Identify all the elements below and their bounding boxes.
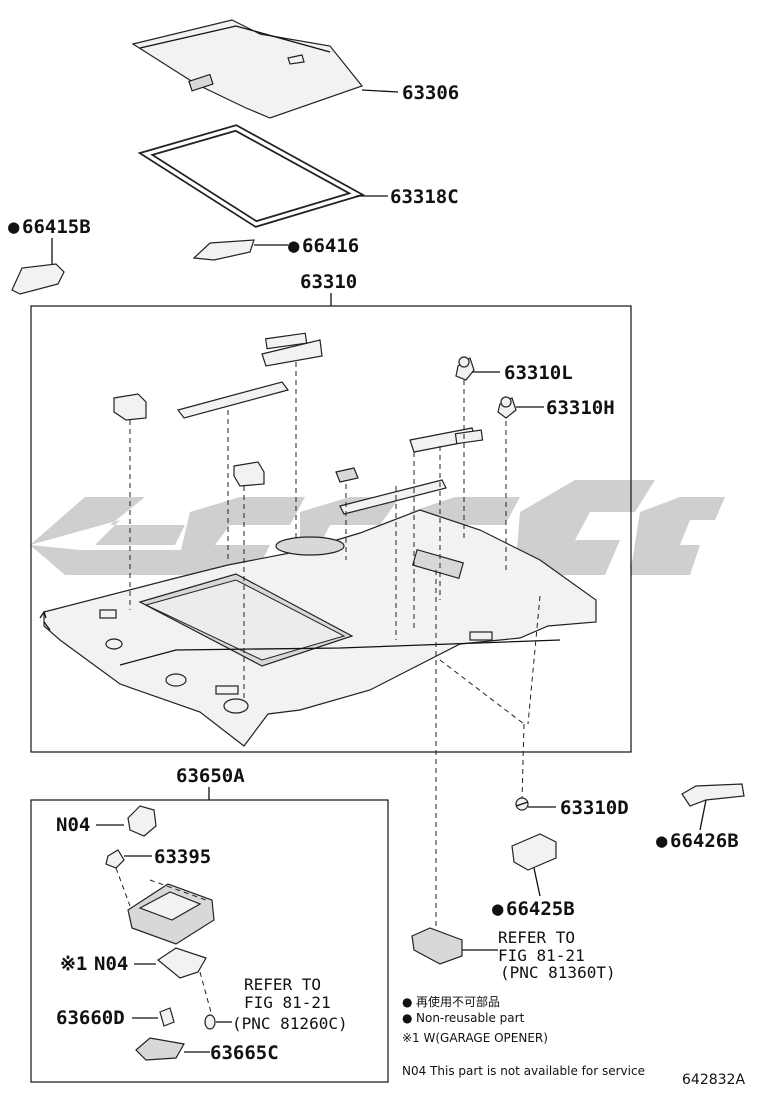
- map-lamp: [115, 867, 215, 945]
- legend-en: Non-reusable part: [416, 1011, 525, 1025]
- bulb-81260c: [204, 1014, 216, 1030]
- ref1-line1: REFER TO: [498, 928, 575, 947]
- roof-frame-63318c: [137, 124, 365, 228]
- clip-66416: [192, 239, 255, 261]
- label-63310d: 63310D: [560, 797, 629, 819]
- cover-63665c: [135, 1037, 185, 1061]
- label-63665c: 63665C: [210, 1042, 279, 1064]
- clip-63310h: [497, 396, 517, 419]
- clip-63395: [105, 849, 125, 869]
- guide-lines: [129, 362, 541, 930]
- label-63310h: 63310H: [546, 397, 615, 419]
- bullet-66426b: ●: [656, 830, 668, 852]
- headliner-body: [39, 509, 597, 747]
- screw-63310d: [515, 797, 529, 811]
- label-63310l: 63310L: [504, 362, 573, 384]
- label-63318c: 63318C: [390, 186, 459, 208]
- lamp-81360t: [411, 927, 463, 965]
- ref1-line2: FIG 81-21: [498, 946, 585, 965]
- leader-63306: [361, 89, 399, 93]
- bullet-66416: ●: [288, 235, 300, 257]
- pad-b: [264, 332, 308, 350]
- bullet-66425b: ●: [492, 898, 504, 920]
- legend-jp: 再使用不可部品: [416, 994, 500, 1009]
- strip-a: [176, 381, 290, 419]
- ref1-line3: (PNC 81360T): [500, 963, 616, 982]
- headliner-frame: [30, 305, 632, 753]
- holder-n04: [127, 805, 157, 837]
- label-63660d: 63660D: [56, 1007, 125, 1029]
- label-66415b: 66415B: [22, 216, 91, 238]
- pad-a: [113, 393, 147, 421]
- clip-63310l: [455, 356, 475, 381]
- label-n04-top: N04: [56, 814, 90, 836]
- bracket-66415b: [11, 263, 65, 295]
- bracket-66426b: [681, 783, 745, 807]
- strip-c: [339, 479, 447, 515]
- pad-d: [335, 467, 359, 483]
- label-n04-mid: N04: [94, 953, 128, 975]
- ref2-line3: (PNC 81260C): [232, 1014, 348, 1033]
- figure-code: 642832A: [682, 1072, 745, 1088]
- maplamp-frame: [30, 799, 389, 1083]
- legend-n04: N04 This part is not available for servi…: [402, 1064, 645, 1078]
- label-63306: 63306: [402, 82, 459, 104]
- ref2-line2: FIG 81-21: [244, 993, 331, 1012]
- bullet-66415b: ●: [8, 216, 20, 238]
- strip-b: [261, 339, 323, 367]
- legend-bullet-1: ●: [402, 995, 412, 1009]
- pad-c: [233, 461, 265, 487]
- label-63650a: 63650A: [176, 765, 245, 787]
- leader-66426b: [699, 799, 707, 831]
- sunshade-63306: [131, 19, 363, 119]
- label-66426b: 66426B: [670, 830, 739, 852]
- label-63395: 63395: [154, 846, 211, 868]
- leader-66425b: [533, 867, 541, 897]
- label-66416: 66416: [302, 235, 359, 257]
- mark-n04-mid: ※1: [60, 953, 87, 975]
- bulb-63660d: [159, 1007, 175, 1027]
- ref2-line1: REFER TO: [244, 975, 321, 994]
- guide-mid: [199, 971, 213, 1017]
- bracket-66425b: [511, 833, 557, 871]
- pad-e: [454, 429, 484, 445]
- label-66425b: 66425B: [506, 898, 575, 920]
- legend-bullet-2: ●: [402, 1011, 412, 1025]
- label-63310: 63310: [300, 271, 357, 293]
- holder-n04-mid: [156, 947, 207, 979]
- legend-note1: ※1 W(GARAGE OPENER): [402, 1031, 548, 1045]
